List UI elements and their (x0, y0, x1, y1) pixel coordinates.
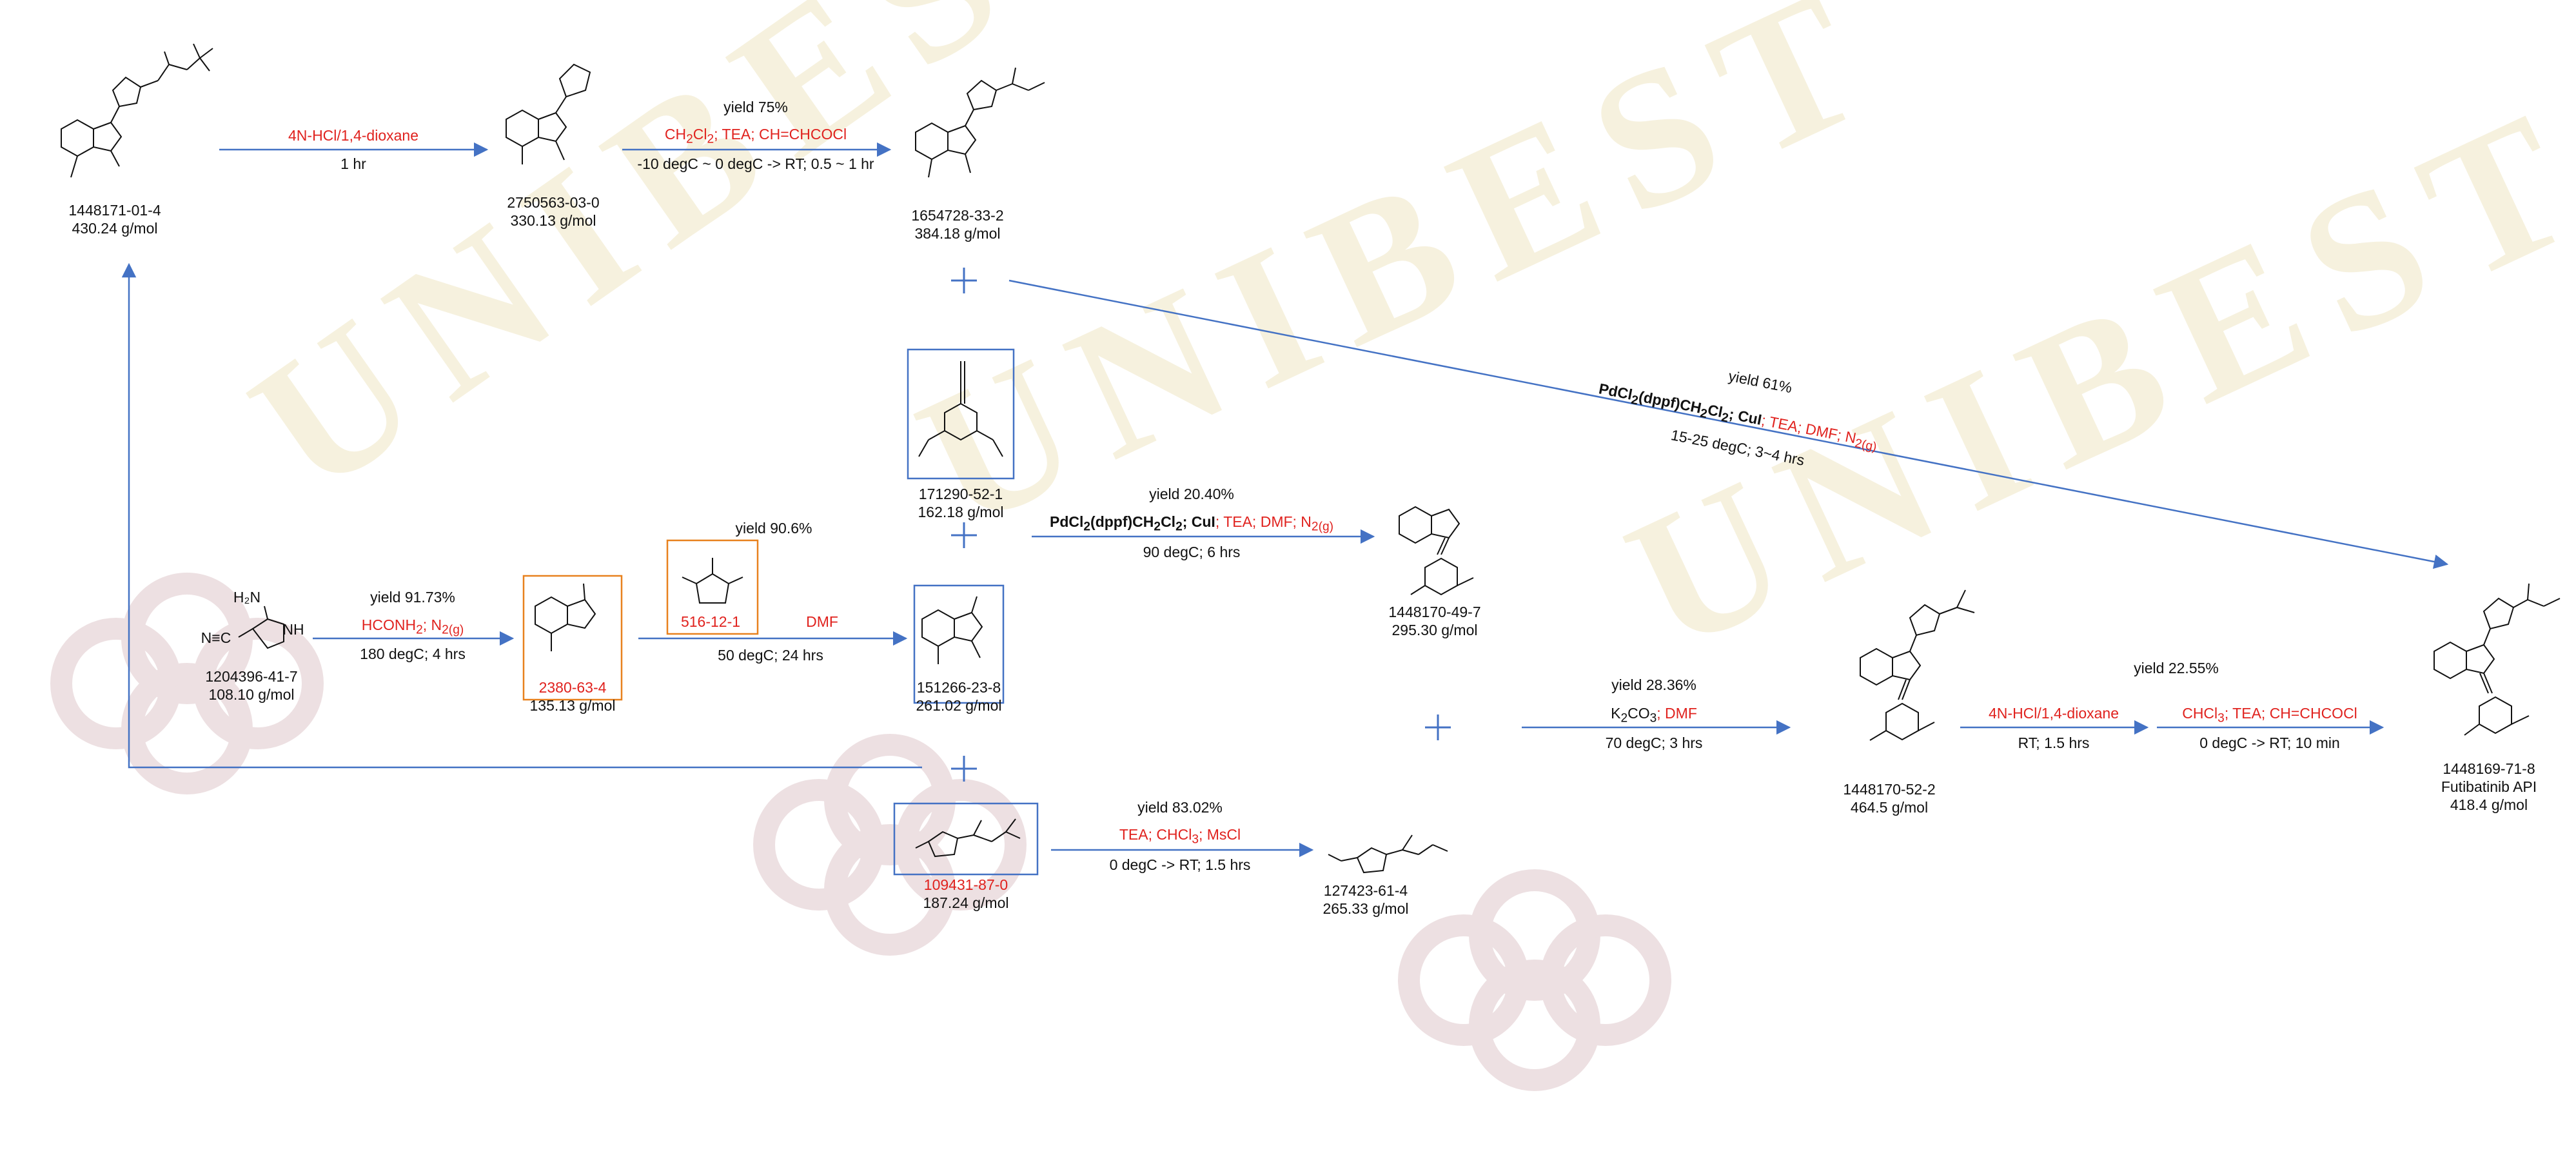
plus-4 (1425, 714, 1451, 740)
atom-h2n: H₂N (233, 589, 261, 606)
r8-reagent: K2CO3; DMF (1611, 705, 1697, 725)
molecular-weight: 384.18 g/mol (914, 225, 1001, 242)
box-2380 (522, 575, 623, 701)
r2-condition: -10 degC ~ 0 degC -> RT; 0.5 ~ 1 hr (637, 155, 874, 172)
compound-name: Futibatinib API (2441, 778, 2537, 795)
cas-number: 2750563-03-0 (507, 194, 600, 211)
r5-condition: 50 degC; 24 hrs (718, 647, 823, 664)
r2-yield: yield 75% (723, 99, 788, 115)
logo-watermark-2 (764, 745, 1016, 945)
molecular-weight: 464.5 g/mol (1850, 799, 1929, 816)
r8-condition: 70 degC; 3 hrs (1605, 734, 1703, 751)
compound-label-1448169: 1448169-71-8 Futibatinib API 418.4 g/mol (2441, 760, 2537, 814)
plus-1 (951, 268, 977, 293)
compound-label-171290: 171290-52-1 162.18 g/mol (918, 485, 1004, 521)
structure-2750563 (506, 63, 591, 164)
compound-label-127423: 127423-61-4 265.33 g/mol (1323, 882, 1409, 918)
r4-yield: yield 91.73% (370, 589, 455, 606)
molecular-weight: 261.02 g/mol (916, 697, 1002, 714)
compound-label-1448171: 1448171-01-4 430.24 g/mol (68, 201, 161, 237)
r6-condition: 90 degC; 6 hrs (1143, 544, 1241, 560)
compound-label-2380: 2380-63-4 135.13 g/mol (530, 678, 616, 714)
structure-1448170-49 (1399, 506, 1474, 596)
r1-reagent: 4N-HCl/1,4-dioxane (288, 127, 418, 144)
r5-yield: yield 90.6% (735, 520, 812, 537)
compound-label-516: 516-12-1 (681, 613, 740, 631)
structure-109431 (915, 818, 1021, 858)
molecular-weight: 187.24 g/mol (923, 894, 1009, 911)
cas-number: 171290-52-1 (918, 486, 1003, 502)
structure-1654728 (915, 67, 1045, 178)
cas-number: 1204396-41-7 (205, 668, 298, 685)
compound-label-1448170-52: 1448170-52-2 464.5 g/mol (1843, 780, 1935, 816)
r10-condition: 0 degC -> RT; 10 min (2199, 734, 2340, 751)
molecular-weight: 162.18 g/mol (918, 504, 1004, 520)
molecular-weight: 135.13 g/mol (529, 697, 616, 714)
r7-condition: 0 degC -> RT; 1.5 hrs (1109, 856, 1251, 873)
cas-number: 1448171-01-4 (68, 202, 161, 219)
r9-condition: RT; 1.5 hrs (2018, 734, 2090, 751)
cas-number: 109431-87-0 (923, 876, 1008, 893)
molecular-weight: 295.30 g/mol (1391, 622, 1478, 638)
cas-number: 1448169-71-8 (2443, 760, 2535, 777)
structure-1448171 (61, 43, 213, 178)
cas-number: 127423-61-4 (1323, 882, 1408, 899)
r7-yield: yield 83.02% (1137, 799, 1223, 816)
r2-reagent: CH2Cl2; TEA; CH=CHCOCl (664, 126, 847, 146)
box-171290 (907, 348, 1015, 480)
arrow-r3 (1008, 279, 2449, 569)
cas-number: 151266-23-8 (916, 679, 1001, 696)
compound-label-1654728: 1654728-33-2 384.18 g/mol (911, 206, 1003, 242)
structure-2380 (535, 583, 596, 651)
compound-label-109431: 109431-87-0 187.24 g/mol (923, 876, 1009, 912)
structure-151266 (921, 596, 983, 664)
box-516 (666, 539, 759, 635)
r6-yield: yield 20.40% (1149, 486, 1234, 502)
r6-catalyst: PdCl2(dppf)CH2Cl2; CuI; TEA; DMF; N2(g) (1050, 513, 1333, 534)
compound-label-1204396: 1204396-41-7 108.10 g/mol (205, 667, 297, 704)
structure-1448169 (2433, 583, 2561, 736)
atom-cn: N≡C (201, 629, 231, 646)
molecular-weight: 265.33 g/mol (1322, 900, 1409, 917)
r9-reagent: 4N-HCl/1,4-dioxane (1989, 705, 2119, 722)
compound-label-2750563: 2750563-03-0 330.13 g/mol (507, 193, 599, 230)
structure-1448170-52 (1860, 589, 1975, 741)
logo-watermark-3 (1409, 880, 1660, 1080)
r1-condition: 1 hr (340, 155, 366, 172)
r4-condition: 180 degC; 4 hrs (360, 645, 466, 662)
structure-127423 (1328, 834, 1448, 874)
r10-reagent: CHCl3; TEA; CH=CHCOCl (2182, 705, 2357, 725)
cas-number: 2380-63-4 (538, 679, 607, 696)
plus-3 (951, 756, 977, 782)
cas-number: 1448170-49-7 (1388, 604, 1481, 620)
structure-1204396 (238, 606, 284, 649)
structure-171290 (918, 361, 1003, 457)
r7-reagent: TEA; CHCl3; MsCl (1119, 826, 1241, 847)
r5-reagent: DMF (806, 613, 838, 630)
box-109431 (893, 802, 1039, 876)
box-151266 (913, 584, 1005, 704)
molecular-weight: 108.10 g/mol (208, 686, 295, 703)
plus-2 (951, 522, 977, 548)
cas-number: 1654728-33-2 (911, 207, 1004, 224)
cas-number: 1448170-52-2 (1843, 781, 1936, 798)
compound-label-1448170-49: 1448170-49-7 295.30 g/mol (1388, 603, 1480, 639)
structure-516 (682, 558, 743, 604)
r8-yield: yield 28.36% (1611, 676, 1696, 693)
arrow-return (121, 262, 922, 769)
atom-nh: NH (282, 621, 304, 638)
molecular-weight: 330.13 g/mol (510, 212, 596, 229)
compound-label-151266: 151266-23-8 261.02 g/mol (916, 678, 1002, 714)
molecular-weight: 418.4 g/mol (2450, 796, 2528, 813)
r4-reagent: HCONH2; N2(g) (361, 616, 464, 637)
r9-yield: yield 22.55% (2134, 660, 2219, 676)
molecular-weight: 430.24 g/mol (72, 220, 158, 237)
cas-number: 516-12-1 (680, 613, 741, 630)
